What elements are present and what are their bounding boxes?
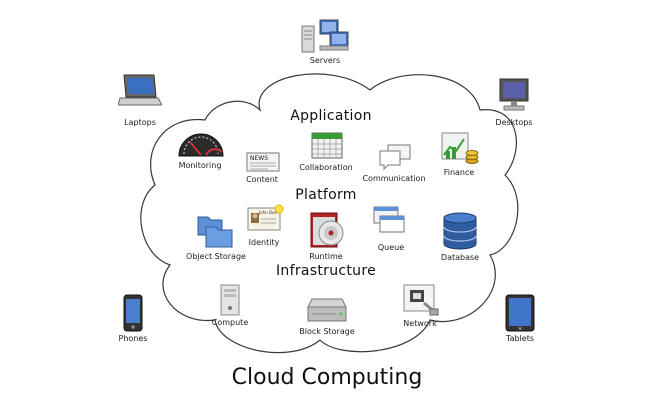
infrastructure-heading: Infrastructure [276,263,376,279]
monitoring-label: Monitoring [178,161,222,170]
object-storage-folders-icon [197,216,233,248]
phone-icon [123,294,143,332]
queue-label: Queue [377,243,405,252]
compute-server-icon [220,284,240,316]
content-label: Content [246,175,278,184]
communication-label: Communication [362,174,426,183]
desktop-icon [499,78,529,111]
database-icon [443,212,477,250]
content-newspaper-icon: NEWS [246,152,280,172]
identity-label: Identity [248,238,280,247]
collaboration-label: Collaboration [299,163,353,172]
application-heading: Application [290,108,372,124]
runtime-label: Runtime [309,252,343,261]
block-storage-drive-icon [307,298,347,322]
communication-chat-icon [379,144,411,171]
diagram-title: Cloud Computing [231,365,423,390]
finance-label: Finance [443,168,475,177]
object-storage-label: Object Storage [186,252,246,261]
servers-label: Servers [309,56,341,65]
network-port-icon [403,284,439,316]
laptops-label: Laptops [124,118,156,127]
network-label: Network [403,319,437,328]
block-storage-label: Block Storage [299,327,355,336]
identity-card-icon: John Doe [247,204,284,231]
identity-card-name: John Doe [258,210,277,215]
servers-icon [301,19,349,53]
tablets-label: Tablets [506,334,534,343]
desktops-label: Desktops [495,118,533,127]
platform-heading: Platform [295,187,357,203]
queue-windows-icon [373,206,405,233]
tablet-icon [505,294,535,332]
phones-label: Phones [118,334,148,343]
compute-label: Compute [211,318,249,327]
finance-chart-icon [441,132,479,164]
monitoring-gauge-icon [178,133,224,157]
runtime-disc-icon [310,212,344,248]
database-label: Database [440,253,480,262]
collaboration-calendar-icon [311,132,343,159]
content-newspaper-banner: NEWS [250,155,268,162]
laptop-icon [118,74,162,106]
